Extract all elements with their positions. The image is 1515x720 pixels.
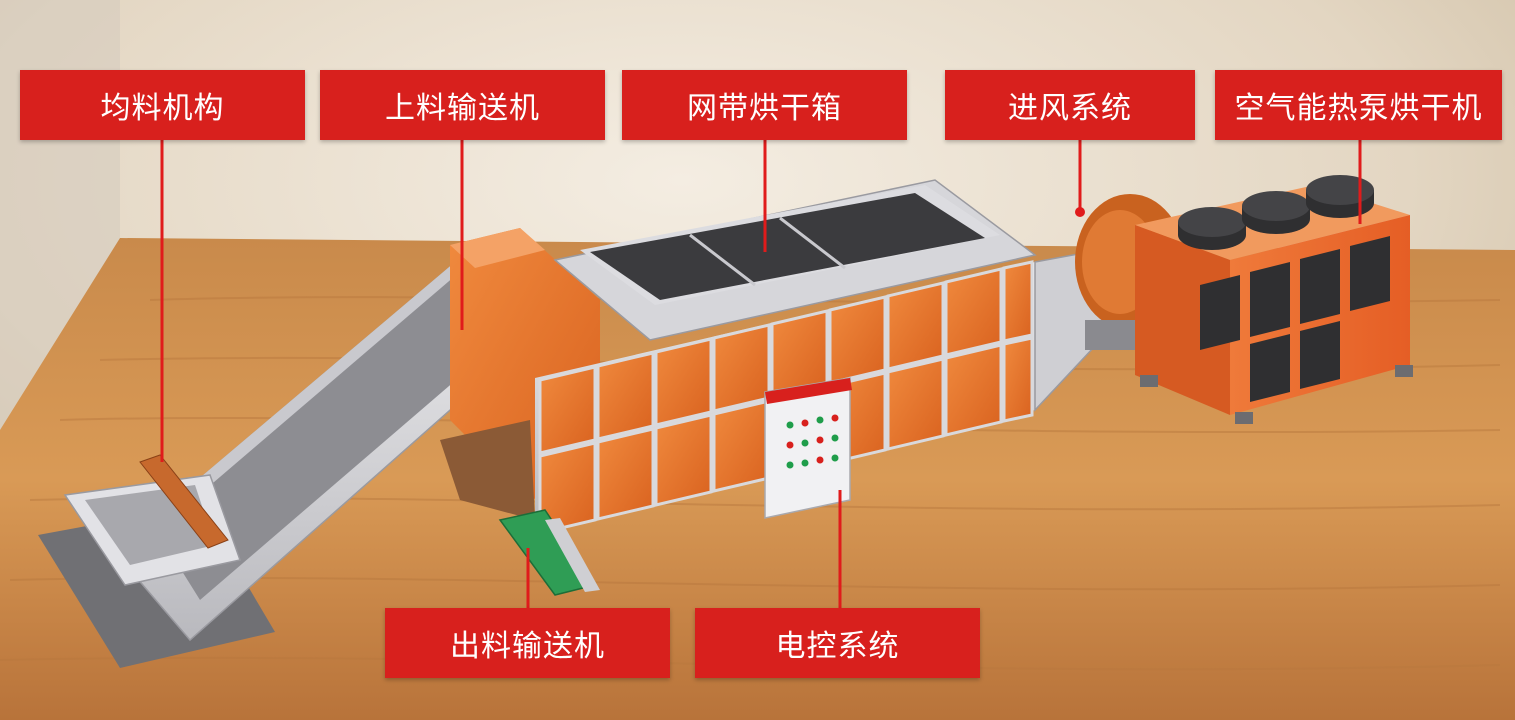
control-buttons (786, 414, 839, 469)
label-leveler: 均料机构 (20, 70, 305, 140)
dryer-underside (440, 420, 535, 520)
heat-pump-fans (1178, 175, 1374, 250)
label-discharge-conveyor: 出料输送机 (385, 608, 670, 678)
heat-pump-panels (1200, 236, 1390, 402)
feed-conveyor-rail (150, 262, 462, 530)
label-belt-dryer: 网带烘干箱 (622, 70, 907, 140)
label-electric-control: 电控系统 (695, 608, 980, 678)
elevator-head-top (450, 228, 545, 268)
heat-pump-feet (1140, 365, 1413, 424)
label-heat-pump: 空气能热泵烘干机 (1215, 70, 1502, 140)
label-feed-conveyor: 上料输送机 (320, 70, 605, 140)
label-air-intake: 进风系统 (945, 70, 1195, 140)
heat-pump-side (1135, 225, 1230, 415)
feed-conveyor-belt (150, 262, 520, 600)
leveler-roller (139, 454, 229, 549)
leader-lines (160, 140, 1362, 608)
dryer-doors (538, 260, 1034, 535)
dryer-belt-opening (590, 193, 985, 300)
control-cabinet (764, 377, 851, 519)
control-cabinet-top (765, 378, 852, 404)
discharge-frame (545, 518, 600, 592)
